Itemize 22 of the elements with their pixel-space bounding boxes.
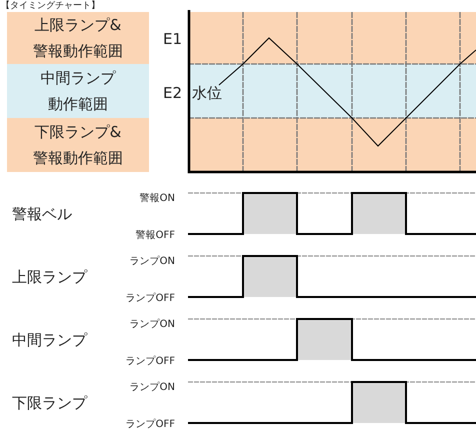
range-text: 中間ランプ動作範囲 — [40, 68, 117, 115]
state-label: ランプON — [130, 318, 175, 331]
signal-name: 上限ランプ — [12, 268, 87, 286]
range-text: 上限ランプ&警報動作範囲 — [32, 15, 124, 62]
range-text: 下限ランプ&警報動作範囲 — [32, 122, 124, 169]
level-label: E2 — [163, 84, 182, 102]
signal-name: 警報ベル — [12, 205, 72, 223]
range-box — [7, 64, 149, 118]
state-label: ランプOFF — [126, 355, 175, 368]
state-label: ランプON — [130, 381, 175, 394]
state-label: 警報ON — [140, 192, 175, 205]
signal-name: 中間ランプ — [12, 331, 87, 349]
signal-name: 下限ランプ — [12, 394, 87, 412]
state-label: ランプOFF — [126, 418, 175, 431]
state-label: ランプON — [130, 255, 175, 268]
level-label: E1 — [163, 30, 182, 48]
range-box — [7, 118, 149, 172]
state-label: 警報OFF — [136, 229, 175, 242]
water-level-label: 水位 — [192, 84, 222, 102]
range-box — [7, 12, 149, 64]
state-label: ランプOFF — [126, 292, 175, 305]
chart-title: 【タイミングチャート】 — [1, 1, 100, 11]
